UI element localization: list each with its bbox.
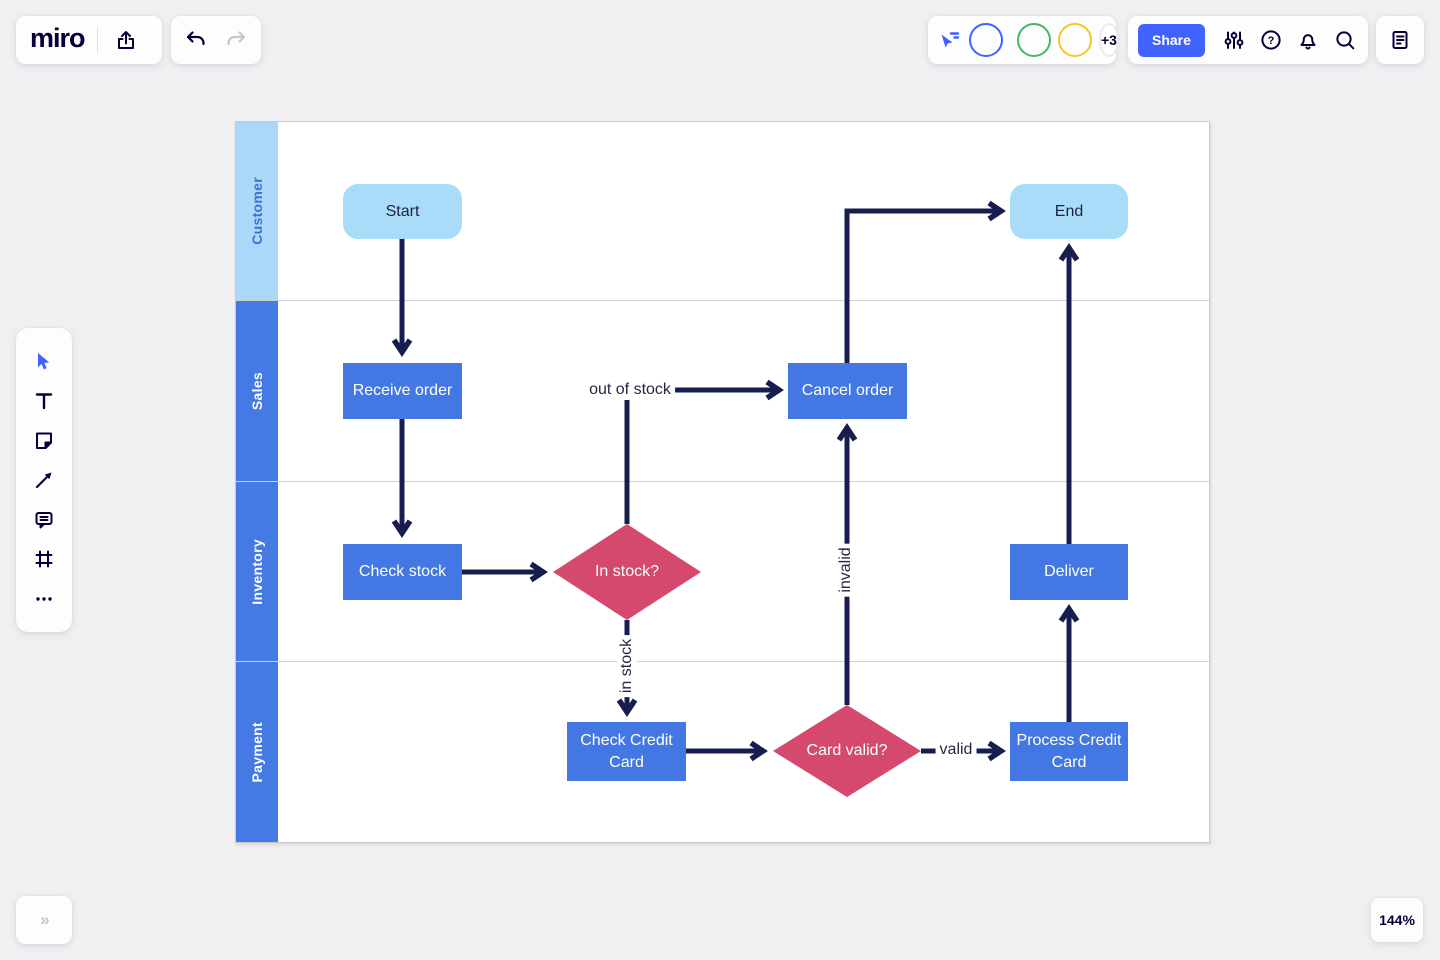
zoom-level-badge[interactable]: 144%	[1371, 898, 1423, 942]
text-tool-icon[interactable]	[28, 385, 60, 417]
expand-toolbar-button[interactable]: »	[16, 896, 72, 944]
miro-logo[interactable]: miro	[30, 22, 86, 53]
help-icon[interactable]: ?	[1256, 24, 1287, 56]
undo-icon[interactable]	[180, 24, 212, 56]
actions-card: Share ?	[1128, 16, 1368, 64]
collaborators-card: +3	[928, 16, 1119, 64]
lane-label: Payment	[249, 721, 265, 783]
lane-header-sales[interactable]: Sales	[236, 301, 278, 481]
lane-divider	[235, 300, 1210, 301]
search-icon[interactable]	[1329, 24, 1360, 56]
connector-tool-icon[interactable]	[28, 464, 60, 496]
svg-text:?: ?	[1268, 35, 1275, 47]
node-check-stock[interactable]: Check stock	[343, 544, 462, 600]
edge-label-valid[interactable]: valid	[935, 740, 977, 760]
avatar[interactable]	[1017, 23, 1051, 57]
select-tool-icon[interactable]	[28, 346, 60, 378]
node-start[interactable]: Start	[343, 184, 462, 239]
logo-card: miro	[16, 16, 162, 64]
avatar[interactable]	[1058, 23, 1092, 57]
lane-header-customer[interactable]: Customer	[236, 122, 278, 300]
collaborators-overflow-badge[interactable]: +3	[1099, 23, 1119, 57]
node-cancel-order[interactable]: Cancel order	[788, 363, 907, 419]
avatar[interactable]	[969, 23, 1003, 57]
zoom-level: 144%	[1379, 912, 1415, 928]
edge-label-invalid[interactable]: invalid	[836, 543, 856, 597]
lane-header-payment[interactable]: Payment	[236, 662, 278, 842]
lane-label: Customer	[249, 177, 265, 245]
notifications-bell-icon[interactable]	[1292, 24, 1323, 56]
node-end[interactable]: End	[1010, 184, 1128, 239]
node-receive-order[interactable]: Receive order	[343, 363, 462, 419]
lane-header-inventory[interactable]: Inventory	[236, 482, 278, 661]
notes-card	[1376, 16, 1424, 64]
settings-sliders-icon[interactable]	[1219, 24, 1250, 56]
export-icon[interactable]	[110, 24, 142, 56]
lane-divider	[235, 661, 1210, 662]
notes-icon[interactable]	[1384, 24, 1416, 56]
node-deliver[interactable]: Deliver	[1010, 544, 1128, 600]
tool-palette	[16, 328, 72, 632]
redo-icon[interactable]	[220, 24, 252, 56]
lane-label: Inventory	[249, 538, 265, 605]
follow-cursor-icon[interactable]	[938, 24, 962, 56]
history-card	[171, 16, 261, 64]
sticky-note-tool-icon[interactable]	[28, 425, 60, 457]
frame-tool-icon[interactable]	[28, 543, 60, 575]
edge-label-in-stock[interactable]: in stock	[617, 634, 637, 698]
lane-divider	[235, 481, 1210, 482]
node-process-credit-card[interactable]: Process Credit Card	[1010, 722, 1128, 781]
share-button[interactable]: Share	[1138, 23, 1205, 57]
lane-label: Sales	[249, 371, 265, 411]
edge-label-out-of-stock[interactable]: out of stock	[585, 380, 675, 400]
chevrons-right-icon: »	[40, 910, 50, 929]
more-tools-icon[interactable]	[28, 583, 60, 615]
comment-tool-icon[interactable]	[28, 504, 60, 536]
node-check-credit-card[interactable]: Check Credit Card	[567, 722, 686, 781]
divider	[96, 27, 98, 53]
